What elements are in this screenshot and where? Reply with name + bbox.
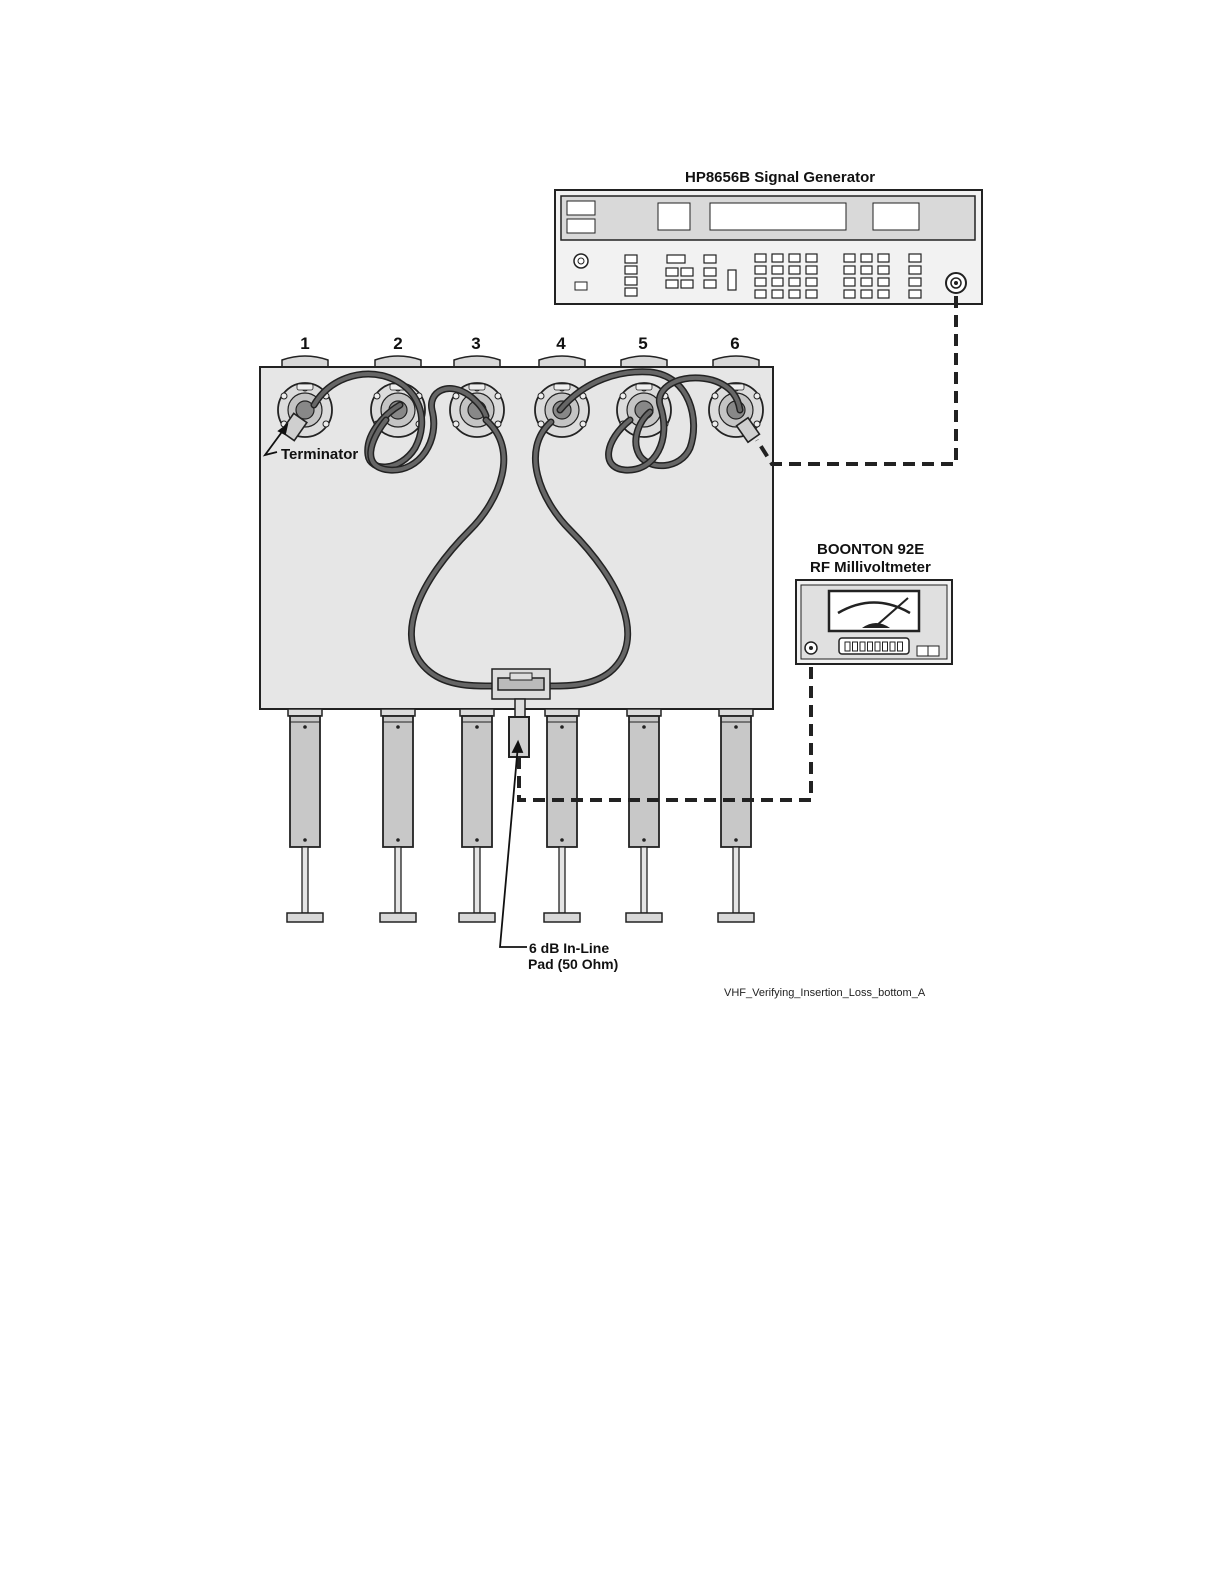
- generator-key: [789, 266, 800, 274]
- pad-label-line2: Pad (50 Ohm): [528, 956, 618, 972]
- cavity-body-1: [287, 709, 323, 922]
- range-key: [868, 642, 873, 651]
- range-key: [853, 642, 858, 651]
- generator-key: [755, 290, 766, 298]
- generator-key: [909, 266, 921, 274]
- generator-rf-output-center: [954, 281, 958, 285]
- generator-key: [625, 255, 637, 263]
- generator-key: [878, 278, 889, 286]
- generator-key: [772, 278, 783, 286]
- generator-key: [755, 266, 766, 274]
- generator-key: [861, 290, 872, 298]
- range-key: [883, 642, 888, 651]
- cavity-body-2: [380, 709, 416, 922]
- generator-key: [878, 254, 889, 262]
- generator-display-right: [873, 203, 919, 230]
- range-key: [898, 642, 903, 651]
- generator-display-small-bottom: [567, 219, 595, 233]
- generator-key: [878, 290, 889, 298]
- generator-key: [681, 268, 693, 276]
- cavity-top-cap-1: [282, 356, 328, 367]
- generator-slot: [728, 270, 736, 290]
- range-key: [860, 642, 865, 651]
- cavity-top-cap-5: [621, 356, 667, 367]
- generator-key: [806, 278, 817, 286]
- generator-key: [789, 254, 800, 262]
- pad-label-line1: 6 dB In-Line: [529, 940, 609, 956]
- generator-display-center: [710, 203, 846, 230]
- cavity-label-4: 4: [546, 334, 576, 354]
- millivoltmeter-title-line1: BOONTON 92E: [817, 541, 924, 558]
- generator-key: [909, 278, 921, 286]
- cavity-label-3: 3: [461, 334, 491, 354]
- pad-tee-top: [510, 673, 532, 680]
- generator-key: [844, 278, 855, 286]
- cavity-top-cap-4: [539, 356, 585, 367]
- generator-key: [806, 290, 817, 298]
- figure-caption: VHF_Verifying_Insertion_Loss_bottom_A: [724, 987, 925, 999]
- generator-key: [666, 268, 678, 276]
- generator-knob: [574, 254, 588, 268]
- pad-stem: [515, 699, 525, 717]
- generator-key: [861, 254, 872, 262]
- millivoltmeter-title-line2: RF Millivoltmeter: [810, 559, 931, 576]
- cavity-body-6: [718, 709, 754, 922]
- cavity-top-cap-2: [375, 356, 421, 367]
- cavity-label-6: 6: [720, 334, 750, 354]
- generator-key: [909, 290, 921, 298]
- generator-key: [878, 266, 889, 274]
- generator-display-small-top: [567, 201, 595, 215]
- cavity-label-1: 1: [290, 334, 320, 354]
- connection-generator-to-cavity-6: [757, 296, 956, 464]
- generator-key: [704, 255, 716, 263]
- generator-key: [704, 268, 716, 276]
- cavity-body-4: [544, 709, 580, 922]
- cavity-top-cap-6: [713, 356, 759, 367]
- generator-key: [666, 280, 678, 288]
- millivoltmeter: [796, 580, 952, 664]
- cavity-label-2: 2: [383, 334, 413, 354]
- generator-display-left: [658, 203, 690, 230]
- terminator-label: Terminator: [281, 446, 358, 463]
- generator-key: [755, 254, 766, 262]
- generator-key: [625, 266, 637, 274]
- cavity-label-5: 5: [628, 334, 658, 354]
- generator-key: [755, 278, 766, 286]
- generator-key: [806, 266, 817, 274]
- generator-power-switch: [575, 282, 587, 290]
- generator-key: [861, 266, 872, 274]
- generator-key: [789, 290, 800, 298]
- generator-key: [844, 290, 855, 298]
- generator-key: [772, 290, 783, 298]
- pad-leader: [500, 745, 527, 947]
- generator-key: [772, 254, 783, 262]
- generator-key: [704, 280, 716, 288]
- signal-generator: [555, 190, 982, 304]
- signal-generator-title: HP8656B Signal Generator: [685, 169, 875, 186]
- range-key: [845, 642, 850, 651]
- generator-key: [844, 254, 855, 262]
- inline-pad-assembly: [492, 669, 550, 757]
- generator-key: [667, 255, 685, 263]
- generator-key: [681, 280, 693, 288]
- cavity-top-cap-3: [454, 356, 500, 367]
- cavity-tops: [282, 356, 759, 367]
- cavity-body-5: [626, 709, 662, 922]
- range-key: [890, 642, 895, 651]
- generator-key: [806, 254, 817, 262]
- generator-key: [625, 288, 637, 296]
- generator-key: [861, 278, 872, 286]
- generator-key: [909, 254, 921, 262]
- cavity-body-3: [459, 709, 495, 922]
- generator-key: [772, 266, 783, 274]
- range-key: [875, 642, 880, 651]
- generator-key: [789, 278, 800, 286]
- generator-key: [844, 266, 855, 274]
- generator-key: [625, 277, 637, 285]
